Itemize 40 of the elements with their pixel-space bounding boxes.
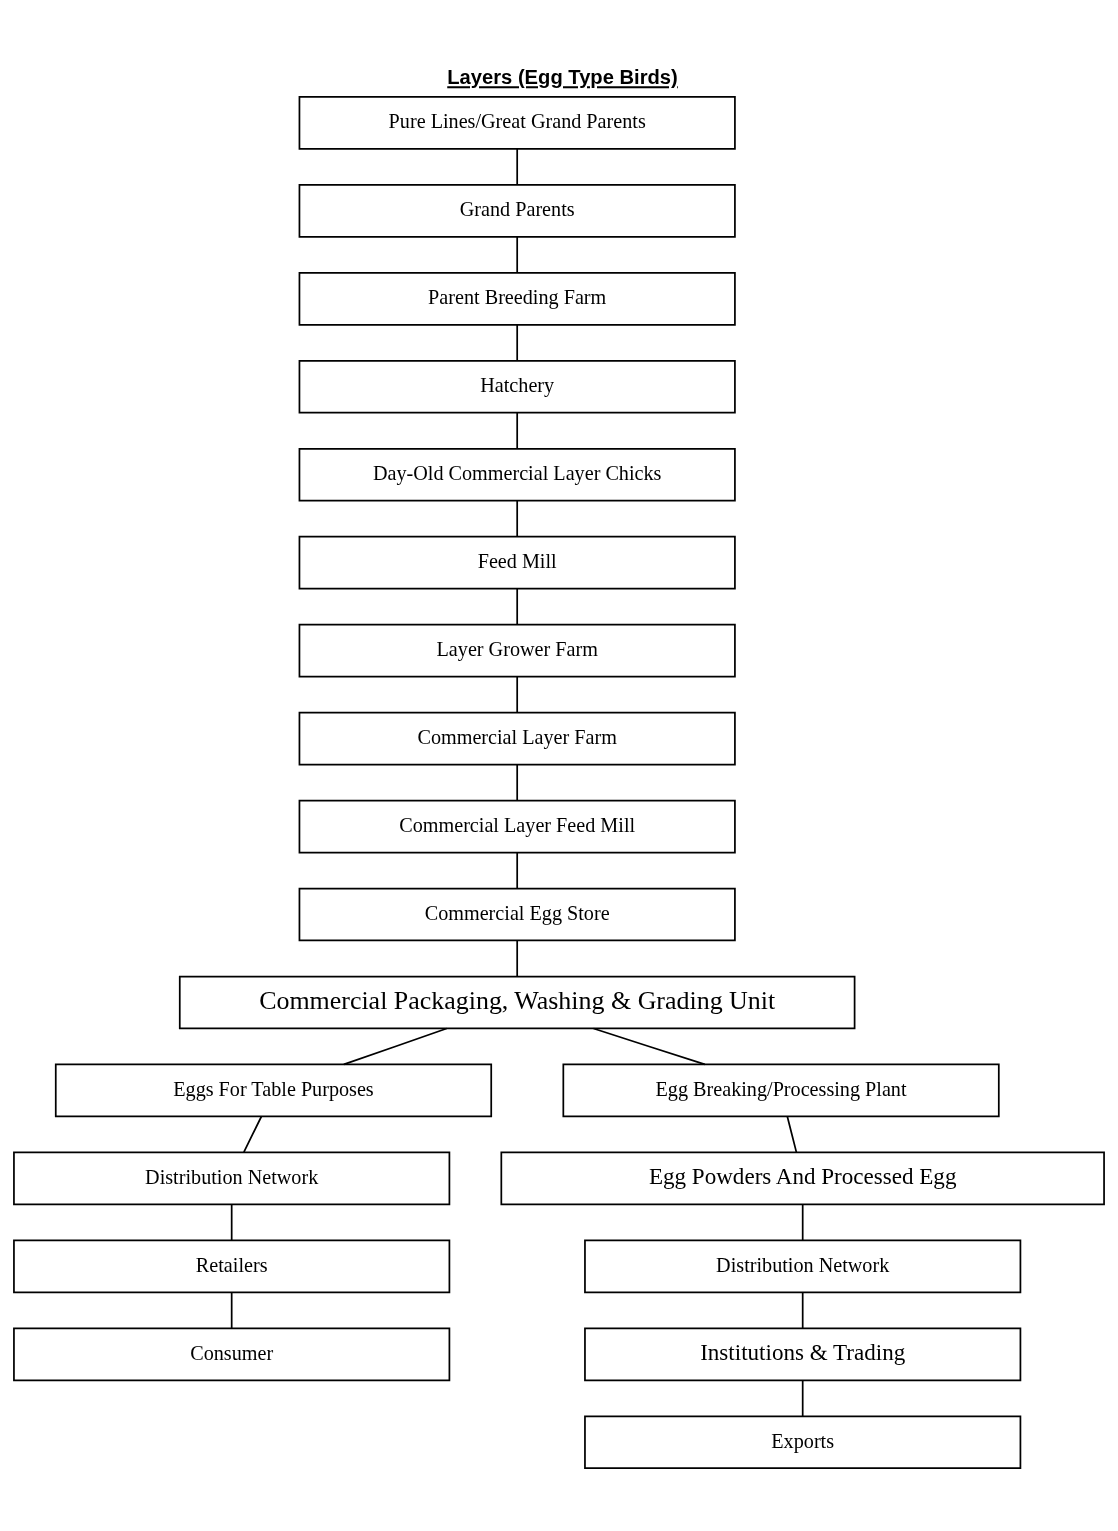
connector (342, 1027, 448, 1065)
connector (592, 1027, 706, 1065)
node-box: Consumer (13, 1327, 451, 1381)
node-box: Pure Lines/Great Grand Parents (298, 95, 736, 150)
connector (230, 1291, 233, 1329)
node-box: Commercial Egg Store (298, 887, 736, 941)
node-box: Layer Grower Farm (298, 623, 736, 677)
node-box: Egg Breaking/Processing Plant (562, 1063, 1000, 1117)
node-box: Egg Powders And Processed Egg (500, 1151, 1105, 1205)
node-box: Commercial Layer Feed Mill (298, 799, 736, 853)
node-box: Commercial Packaging, Washing & Grading Unit (178, 975, 856, 1029)
node-box: Hatchery (298, 359, 736, 414)
connector (516, 851, 519, 889)
node-box: Retailers (13, 1239, 451, 1293)
connector (516, 675, 519, 713)
node-box: Parent Breeding Farm (298, 271, 736, 326)
node-box: Institutions & Trading (584, 1327, 1022, 1381)
node-box: Commercial Layer Farm (298, 711, 736, 765)
node-box: Feed Mill (298, 535, 736, 589)
connector (516, 147, 519, 185)
connector (516, 411, 519, 449)
connector (801, 1203, 804, 1241)
connector (801, 1291, 804, 1329)
node-box: Distribution Network (584, 1239, 1022, 1293)
connector (516, 499, 519, 537)
connector (516, 763, 519, 801)
connector (801, 1379, 804, 1417)
connector (516, 323, 519, 361)
node-box: Distribution Network (13, 1151, 451, 1205)
node-box: Eggs For Table Purposes (54, 1063, 493, 1117)
connector (516, 587, 519, 625)
connector (516, 235, 519, 273)
connector (786, 1115, 798, 1153)
node-box: Day-Old Commercial Layer Chicks (298, 447, 736, 502)
node-box: Exports (584, 1414, 1022, 1469)
connector (243, 1115, 263, 1153)
connector (516, 939, 519, 977)
node-box: Grand Parents (298, 183, 736, 238)
connector (230, 1203, 233, 1241)
diagram-title: Layers (Egg Type Birds) (447, 65, 678, 88)
